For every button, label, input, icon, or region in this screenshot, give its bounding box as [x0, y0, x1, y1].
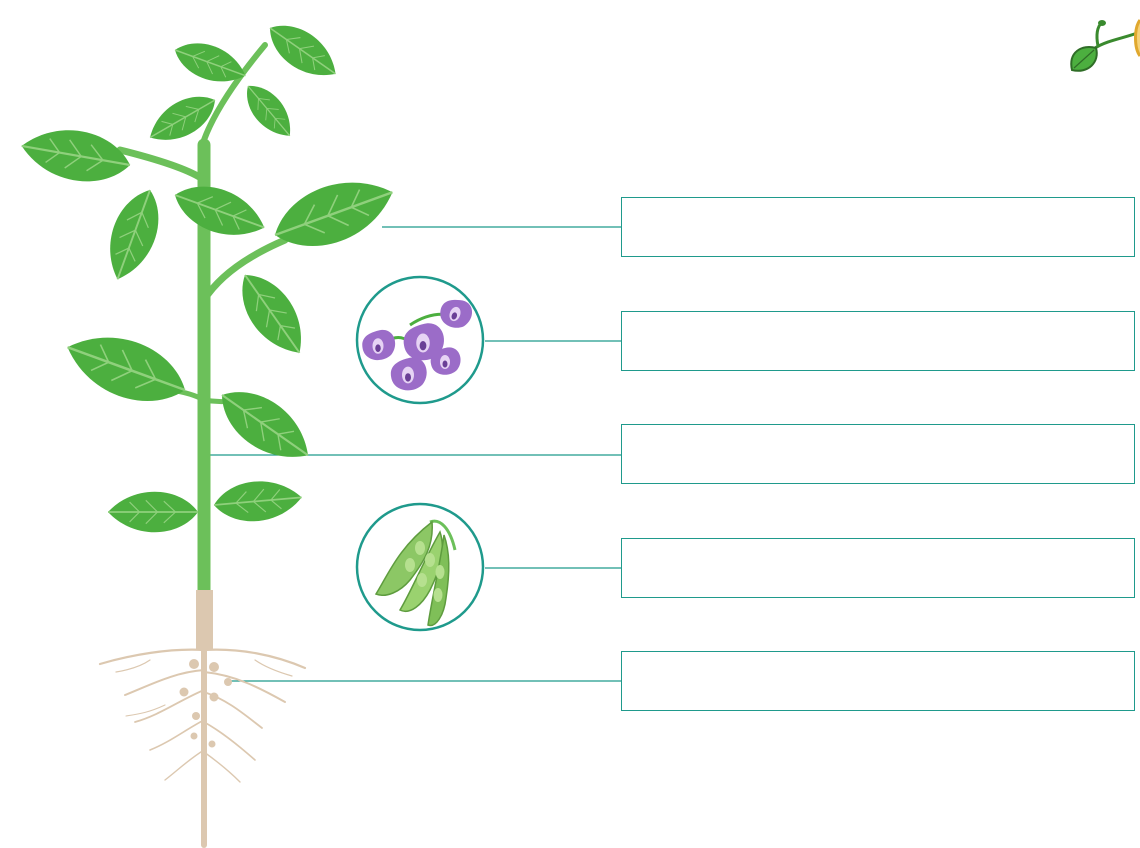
- flower-label-text: [622, 312, 1134, 348]
- pod-label-box[interactable]: [621, 538, 1135, 598]
- leaf-label-box[interactable]: [621, 197, 1135, 257]
- leaf-label-text: [622, 198, 1134, 234]
- pod-inset: [357, 504, 483, 630]
- root-label-box[interactable]: [621, 651, 1135, 711]
- stem-base: [196, 590, 213, 650]
- corner-seedling: [1071, 20, 1140, 71]
- root-label-text: [622, 652, 1134, 688]
- flower-inset: [357, 277, 483, 403]
- stem-label-box[interactable]: [621, 424, 1135, 484]
- flower-label-box[interactable]: [621, 311, 1135, 371]
- pod-label-text: [622, 539, 1134, 575]
- stem-label-text: [622, 425, 1134, 461]
